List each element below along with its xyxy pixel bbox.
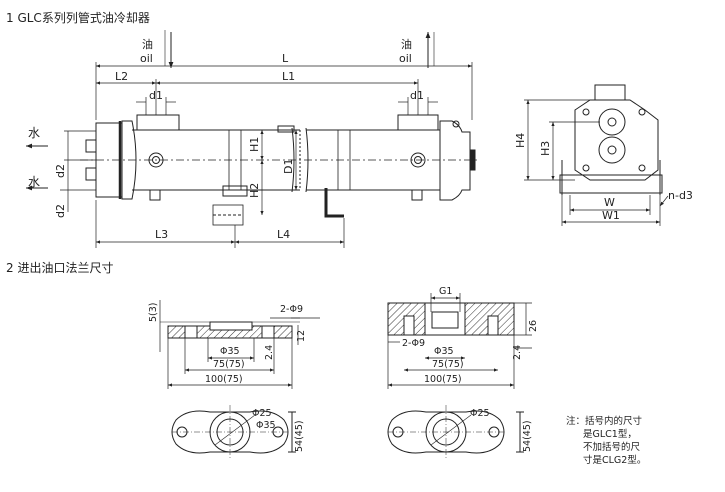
left-flange-section bbox=[160, 321, 300, 339]
left-cover bbox=[121, 120, 137, 200]
side-top-boss bbox=[594, 84, 626, 101]
right-flange-width: 100(75) bbox=[424, 374, 462, 385]
right-flange-offset: 2.4 bbox=[512, 345, 523, 360]
right-flange-plan-labels: Φ25 54(45) bbox=[470, 408, 533, 452]
left-water-port bbox=[85, 139, 97, 153]
dim-L2: L2 bbox=[115, 70, 128, 83]
right-end-cap bbox=[439, 120, 471, 201]
left-flange-width: 100(75) bbox=[205, 374, 243, 385]
left-flange-dimensions bbox=[159, 300, 320, 389]
right-flange-outline bbox=[387, 410, 505, 454]
support-right bbox=[337, 129, 351, 191]
oil-outlet-boss bbox=[397, 114, 439, 131]
right-flange-outer-d: Φ25 bbox=[470, 408, 490, 419]
oil-outlet-marker: 油 oil bbox=[399, 32, 435, 68]
side-body-outline bbox=[574, 99, 659, 181]
water-markers: 水 水 bbox=[26, 126, 48, 191]
dim-d1-left: d1 bbox=[149, 89, 163, 102]
note-line-2: 是GLC1型， bbox=[583, 429, 637, 440]
left-bolt-hole bbox=[148, 152, 164, 168]
right-flange-labels: G1 26 2-Φ9 2.4 Φ35 75(75) 100(75) bbox=[402, 286, 539, 385]
left-flange-plan-height: 54(45) bbox=[294, 420, 305, 452]
dim-L: L bbox=[282, 52, 289, 65]
left-flange-outline bbox=[171, 410, 289, 454]
left-flange-height: 12 bbox=[296, 330, 307, 342]
section2-title: 2 进出油口法兰尺寸 bbox=[6, 261, 113, 275]
main-dimension-labels: L L2 L1 d1 d1 d2 d2 H1 H2 D1 L3 L4 bbox=[54, 52, 424, 241]
right-flange-plan-height: 54(45) bbox=[522, 420, 533, 452]
side-gear-upper bbox=[598, 108, 626, 136]
dim-d2-lower: d2 bbox=[54, 204, 67, 218]
side-dimension-labels: H4 H3 W W1 n-d3 bbox=[514, 133, 693, 222]
dim-n-d3: n-d3 bbox=[668, 189, 693, 202]
side-view bbox=[559, 84, 663, 195]
right-flange-thread: G1 bbox=[439, 286, 452, 297]
support-foot-right bbox=[324, 188, 344, 218]
dim-d1-right: d1 bbox=[410, 89, 424, 102]
oil-inlet-marker: 油 oil bbox=[140, 30, 174, 68]
note-line-3: 不加括号的尺 bbox=[583, 441, 641, 453]
right-flange-holes: 2-Φ9 bbox=[402, 338, 425, 349]
dim-L3: L3 bbox=[155, 228, 168, 241]
side-dimensions bbox=[524, 99, 669, 226]
left-flange-offset: 2.4 bbox=[264, 345, 275, 360]
left-flange-labels: 5(3) 2-Φ9 12 2.4 Φ35 75(75) 100(75) bbox=[148, 302, 307, 385]
dim-H2: H2 bbox=[248, 183, 261, 198]
note-block: 注：括号内的尺寸 是GLC1型， 不加括号的尺 寸是CLG2型。 bbox=[566, 415, 646, 466]
left-flange-plan-labels: Φ25 Φ35 54(45) bbox=[252, 408, 305, 452]
dim-L4: L4 bbox=[277, 228, 290, 241]
dim-H3: H3 bbox=[539, 141, 552, 156]
middle-label-plate bbox=[277, 125, 295, 133]
section1-title: 1 GLC系列列管式油冷却器 bbox=[6, 10, 150, 25]
right-bolt-hole bbox=[410, 152, 426, 168]
dim-L1: L1 bbox=[282, 70, 295, 83]
right-flange-dimensions bbox=[387, 293, 532, 389]
oil-inlet-boss bbox=[136, 114, 180, 131]
water-inlet-label: 水 bbox=[28, 175, 40, 189]
dim-H1: H1 bbox=[248, 137, 261, 152]
right-flange-section bbox=[387, 302, 515, 336]
left-flange-holes: 2-Φ9 bbox=[280, 304, 303, 315]
side-base-plate bbox=[559, 174, 663, 194]
note-line-4: 寸是CLG2型。 bbox=[583, 454, 646, 466]
left-flange-thickness: 5(3) bbox=[148, 302, 159, 322]
left-flange-pitch: 75(75) bbox=[213, 359, 245, 370]
dim-W1: W1 bbox=[602, 209, 620, 222]
left-flange-inner-d: Φ35 bbox=[256, 420, 276, 431]
main-dimensions bbox=[60, 62, 473, 248]
dim-H4: H4 bbox=[514, 133, 527, 148]
dim-d2-upper: d2 bbox=[54, 164, 67, 178]
oil-inlet-label-zh: 油 bbox=[142, 37, 153, 51]
dim-D1: D1 bbox=[282, 159, 295, 174]
oil-inlet-label-en: oil bbox=[140, 52, 153, 65]
side-gear-lower bbox=[598, 136, 626, 164]
right-flange-pitch: 75(75) bbox=[432, 359, 464, 370]
note-line-1: 注：括号内的尺寸 bbox=[566, 415, 643, 427]
right-flange-bore: Φ35 bbox=[434, 346, 454, 357]
right-flange-plan bbox=[387, 405, 524, 460]
water-outlet-label: 水 bbox=[28, 126, 40, 140]
left-flange-bore: Φ35 bbox=[220, 346, 240, 357]
support-left bbox=[228, 129, 242, 191]
oil-outlet-label-zh: 油 bbox=[401, 37, 412, 51]
right-flange-thickness: 26 bbox=[528, 320, 539, 332]
main-view bbox=[80, 114, 480, 226]
left-flange-plan bbox=[171, 405, 296, 460]
left-flange-outer-d: Φ25 bbox=[252, 408, 272, 419]
dim-W: W bbox=[604, 196, 615, 209]
oil-outlet-label-en: oil bbox=[399, 52, 412, 65]
